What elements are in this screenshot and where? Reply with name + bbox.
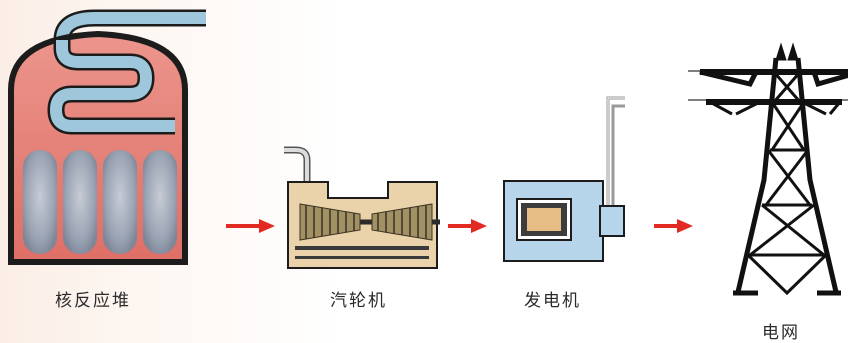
fuel-rods [23, 150, 177, 254]
turbine-blades-right [371, 203, 433, 241]
generator-icon [503, 96, 625, 262]
transmission-tower-icon [688, 42, 848, 296]
label-generator: 发电机 [524, 291, 581, 311]
reactor-icon [8, 9, 206, 265]
turbine-blades-left [299, 203, 361, 241]
arrow-generator-to-grid [654, 219, 693, 233]
arrow-turbine-to-generator [448, 219, 487, 233]
label-turbine: 汽轮机 [330, 291, 387, 311]
arrow-reactor-to-turbine [226, 219, 275, 233]
turbine-icon [284, 146, 440, 269]
label-grid: 电网 [762, 323, 800, 343]
label-reactor: 核反应堆 [55, 291, 131, 311]
